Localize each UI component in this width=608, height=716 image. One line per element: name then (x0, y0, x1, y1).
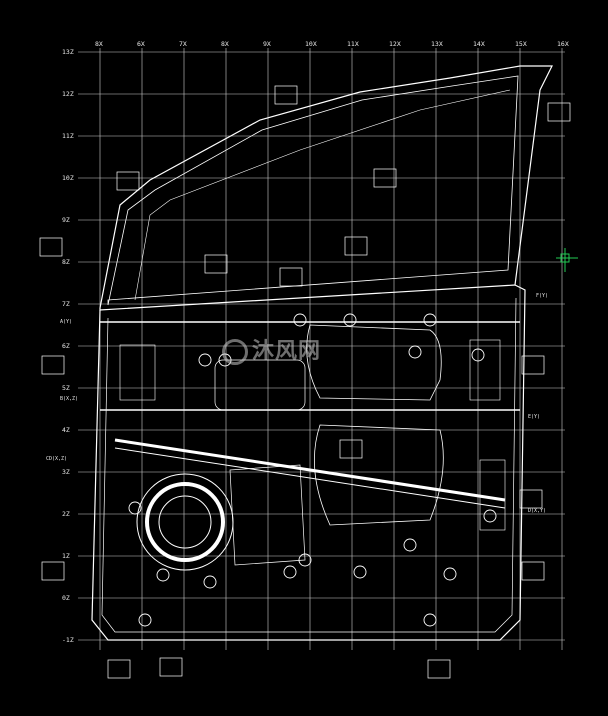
y-axis-labels: 13Z 12Z 11Z 10Z 9Z 8Z 7Z 6Z 5Z 4Z 3Z 2Z 1Z 0Z -1Z (62, 48, 74, 644)
x-axis-label: 11X (347, 40, 359, 48)
x-axis-label: 9X (263, 40, 271, 48)
callout-box (521, 355, 545, 375)
y-axis-label: 0Z (62, 594, 70, 602)
speaker-outline (136, 473, 234, 571)
y-axis-label: -1Z (62, 636, 74, 644)
callout-box (274, 85, 298, 105)
crosshair-cursor (556, 248, 578, 272)
y-axis-label: 1Z (62, 552, 70, 560)
callout-box (279, 267, 303, 287)
mounting-hole (283, 565, 297, 579)
mounting-hole (293, 313, 307, 327)
x-axis-label: 14X (473, 40, 485, 48)
reference-labels: A(Y) F(Y) B(X,Z) E(Y) D(X,Y) CD(X,Z) (46, 293, 548, 514)
y-axis-label: 3Z (62, 468, 70, 476)
y-axis-label: 4Z (62, 426, 70, 434)
x-axis-label: 6X (137, 40, 145, 48)
callout-box (159, 657, 183, 677)
y-axis-label: 7Z (62, 300, 70, 308)
mounting-hole (443, 567, 457, 581)
ref-label-1: A(Y) (60, 319, 72, 325)
callout-box (344, 236, 368, 256)
mounting-hole (423, 313, 437, 327)
mounting-hole (403, 538, 417, 552)
callout-box (116, 171, 140, 191)
y-axis-label: 2Z (62, 510, 70, 518)
y-axis-label: 11Z (62, 132, 74, 140)
callout-box (41, 561, 65, 581)
x-axis-label: 7X (179, 40, 187, 48)
ref-label-5: D(X,Y) (528, 508, 546, 514)
mounting-hole (408, 345, 422, 359)
y-axis-label: 6Z (62, 342, 70, 350)
callout-box (39, 237, 63, 257)
x-axis-label: 16X (557, 40, 569, 48)
x-axis-label: 10X (305, 40, 317, 48)
callout-box (427, 659, 451, 679)
mounting-hole (203, 575, 217, 589)
mounting-hole (298, 553, 312, 567)
ref-label-3: B(X,Z) (60, 396, 78, 402)
y-axis-label: 8Z (62, 258, 70, 266)
callout-box (547, 102, 571, 122)
mounting-hole (138, 613, 152, 627)
callout-box (204, 254, 228, 274)
x-axis-label: 8X (221, 40, 229, 48)
mounting-hole (353, 565, 367, 579)
mounting-hole (423, 613, 437, 627)
mounting-hole (471, 348, 485, 362)
callout-box (373, 168, 397, 188)
x-axis-labels: 8X 6X 7X 8X 9X 10X 11X 12X 13X 14X 15X 16X (95, 40, 569, 48)
y-axis-label: 13Z (62, 48, 74, 56)
mounting-hole (343, 313, 357, 327)
y-axis-label: 10Z (62, 174, 74, 182)
door-outline (91, 65, 553, 641)
grid-lines (78, 48, 565, 650)
y-axis-label: 9Z (62, 216, 70, 224)
ref-label-6: CD(X,Z) (46, 456, 67, 462)
callout-box (339, 439, 363, 459)
callout-box (107, 659, 131, 679)
x-axis-label: 13X (431, 40, 443, 48)
ref-label-2: F(Y) (536, 293, 548, 299)
y-axis-label: 5Z (62, 384, 70, 392)
mounting-hole (156, 568, 170, 582)
y-axis-label: 12Z (62, 90, 74, 98)
mounting-hole (198, 353, 212, 367)
callout-box (519, 489, 543, 509)
mounting-hole (128, 501, 142, 515)
x-axis-label: 15X (515, 40, 527, 48)
ref-label-4: E(Y) (528, 414, 540, 420)
callout-box (521, 561, 545, 581)
watermark: 沐风网 (222, 333, 321, 365)
dimension-callouts (39, 85, 571, 679)
mounting-hole (483, 509, 497, 523)
watermark-logo-icon (222, 339, 248, 365)
x-axis-label: 8X (95, 40, 103, 48)
x-axis-label: 12X (389, 40, 401, 48)
mounting-holes (128, 313, 497, 627)
callout-box (41, 355, 65, 375)
